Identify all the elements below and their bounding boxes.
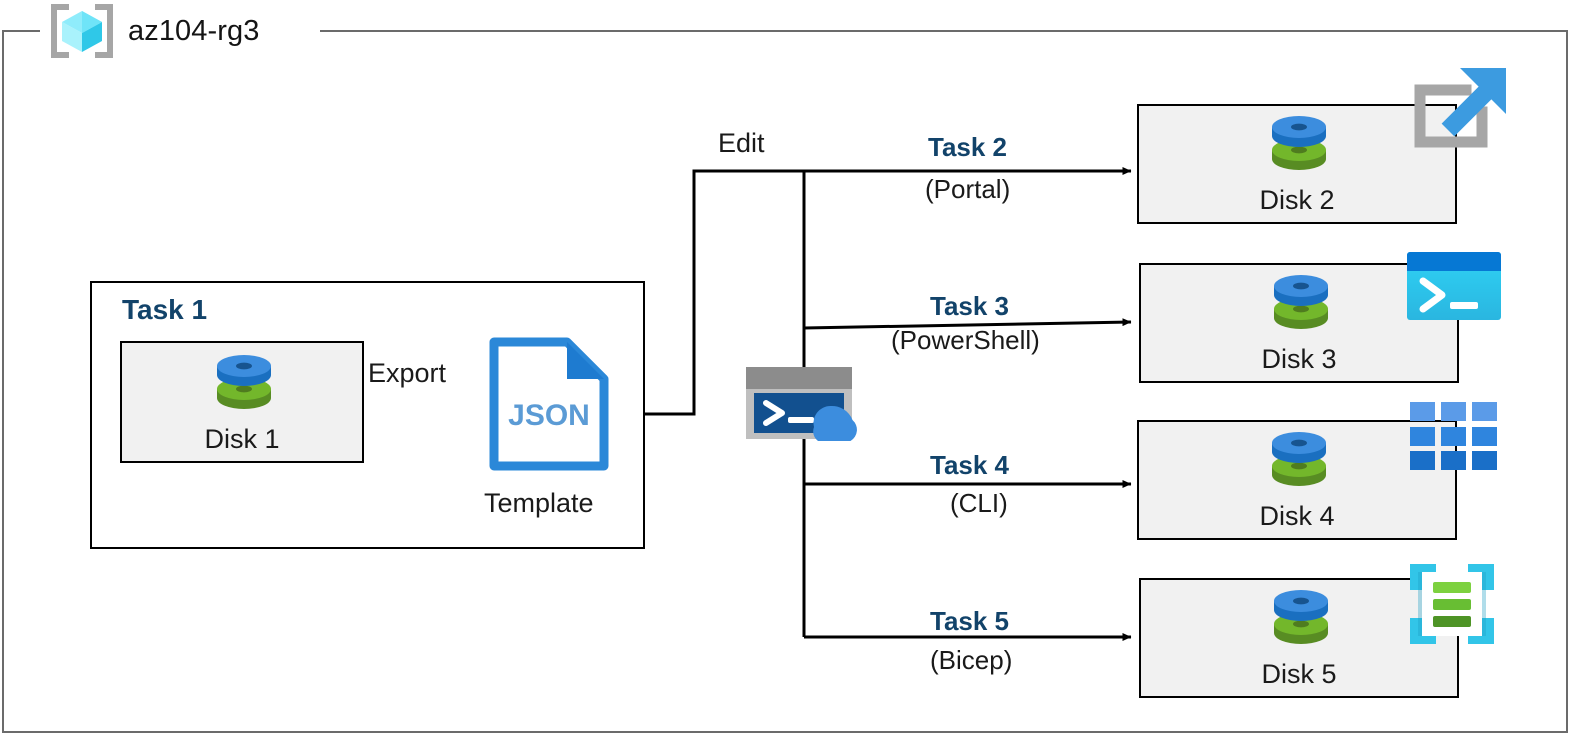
export-label: Export — [368, 358, 447, 388]
disk2-box: Disk 2 — [1137, 104, 1457, 224]
disk1-label: Disk 1 — [204, 424, 280, 454]
task3-label: Task 3 — [930, 291, 1010, 321]
powershell-icon — [1406, 251, 1502, 321]
cloud-shell-icon — [744, 365, 864, 445]
resource-group-header: az104-rg3 — [48, 0, 260, 62]
resource-group-container — [2, 30, 1568, 733]
azure-portal-icon — [1408, 62, 1518, 172]
task4-label: Task 4 — [930, 450, 1010, 480]
json-file-type-text: JSON — [508, 399, 590, 432]
disk3-label: Disk 3 — [1261, 344, 1337, 374]
task1-label: Task 1 — [122, 294, 208, 325]
managed-disk-icon — [1265, 112, 1333, 179]
managed-disk-icon — [210, 351, 278, 418]
disk4-box: Disk 4 — [1137, 420, 1457, 540]
azure-cli-icon — [1408, 400, 1500, 472]
disk4-label: Disk 4 — [1259, 501, 1335, 531]
disk2-label: Disk 2 — [1259, 185, 1335, 215]
edit-label: Edit — [718, 128, 765, 158]
task3-tool-label: (PowerShell) — [891, 325, 1040, 355]
azure-resource-group-icon — [48, 3, 116, 59]
json-file-icon: JSON — [489, 337, 609, 471]
disk1-box: Disk 1 — [120, 341, 364, 463]
task5-tool-label: (Bicep) — [930, 645, 1013, 675]
resource-group-name: az104-rg3 — [128, 14, 260, 47]
task4-tool-label: (CLI) — [950, 488, 1008, 518]
managed-disk-icon — [1267, 271, 1335, 338]
template-caption: Template — [484, 488, 594, 518]
managed-disk-icon — [1267, 586, 1335, 653]
task5-label: Task 5 — [930, 606, 1010, 636]
disk3-box: Disk 3 — [1139, 263, 1459, 383]
managed-disk-icon — [1265, 428, 1333, 495]
disk5-label: Disk 5 — [1261, 659, 1337, 689]
task2-label: Task 2 — [928, 132, 1008, 162]
task2-tool-label: (Portal) — [925, 174, 1011, 204]
bicep-icon — [1404, 558, 1500, 650]
disk5-box: Disk 5 — [1139, 578, 1459, 698]
